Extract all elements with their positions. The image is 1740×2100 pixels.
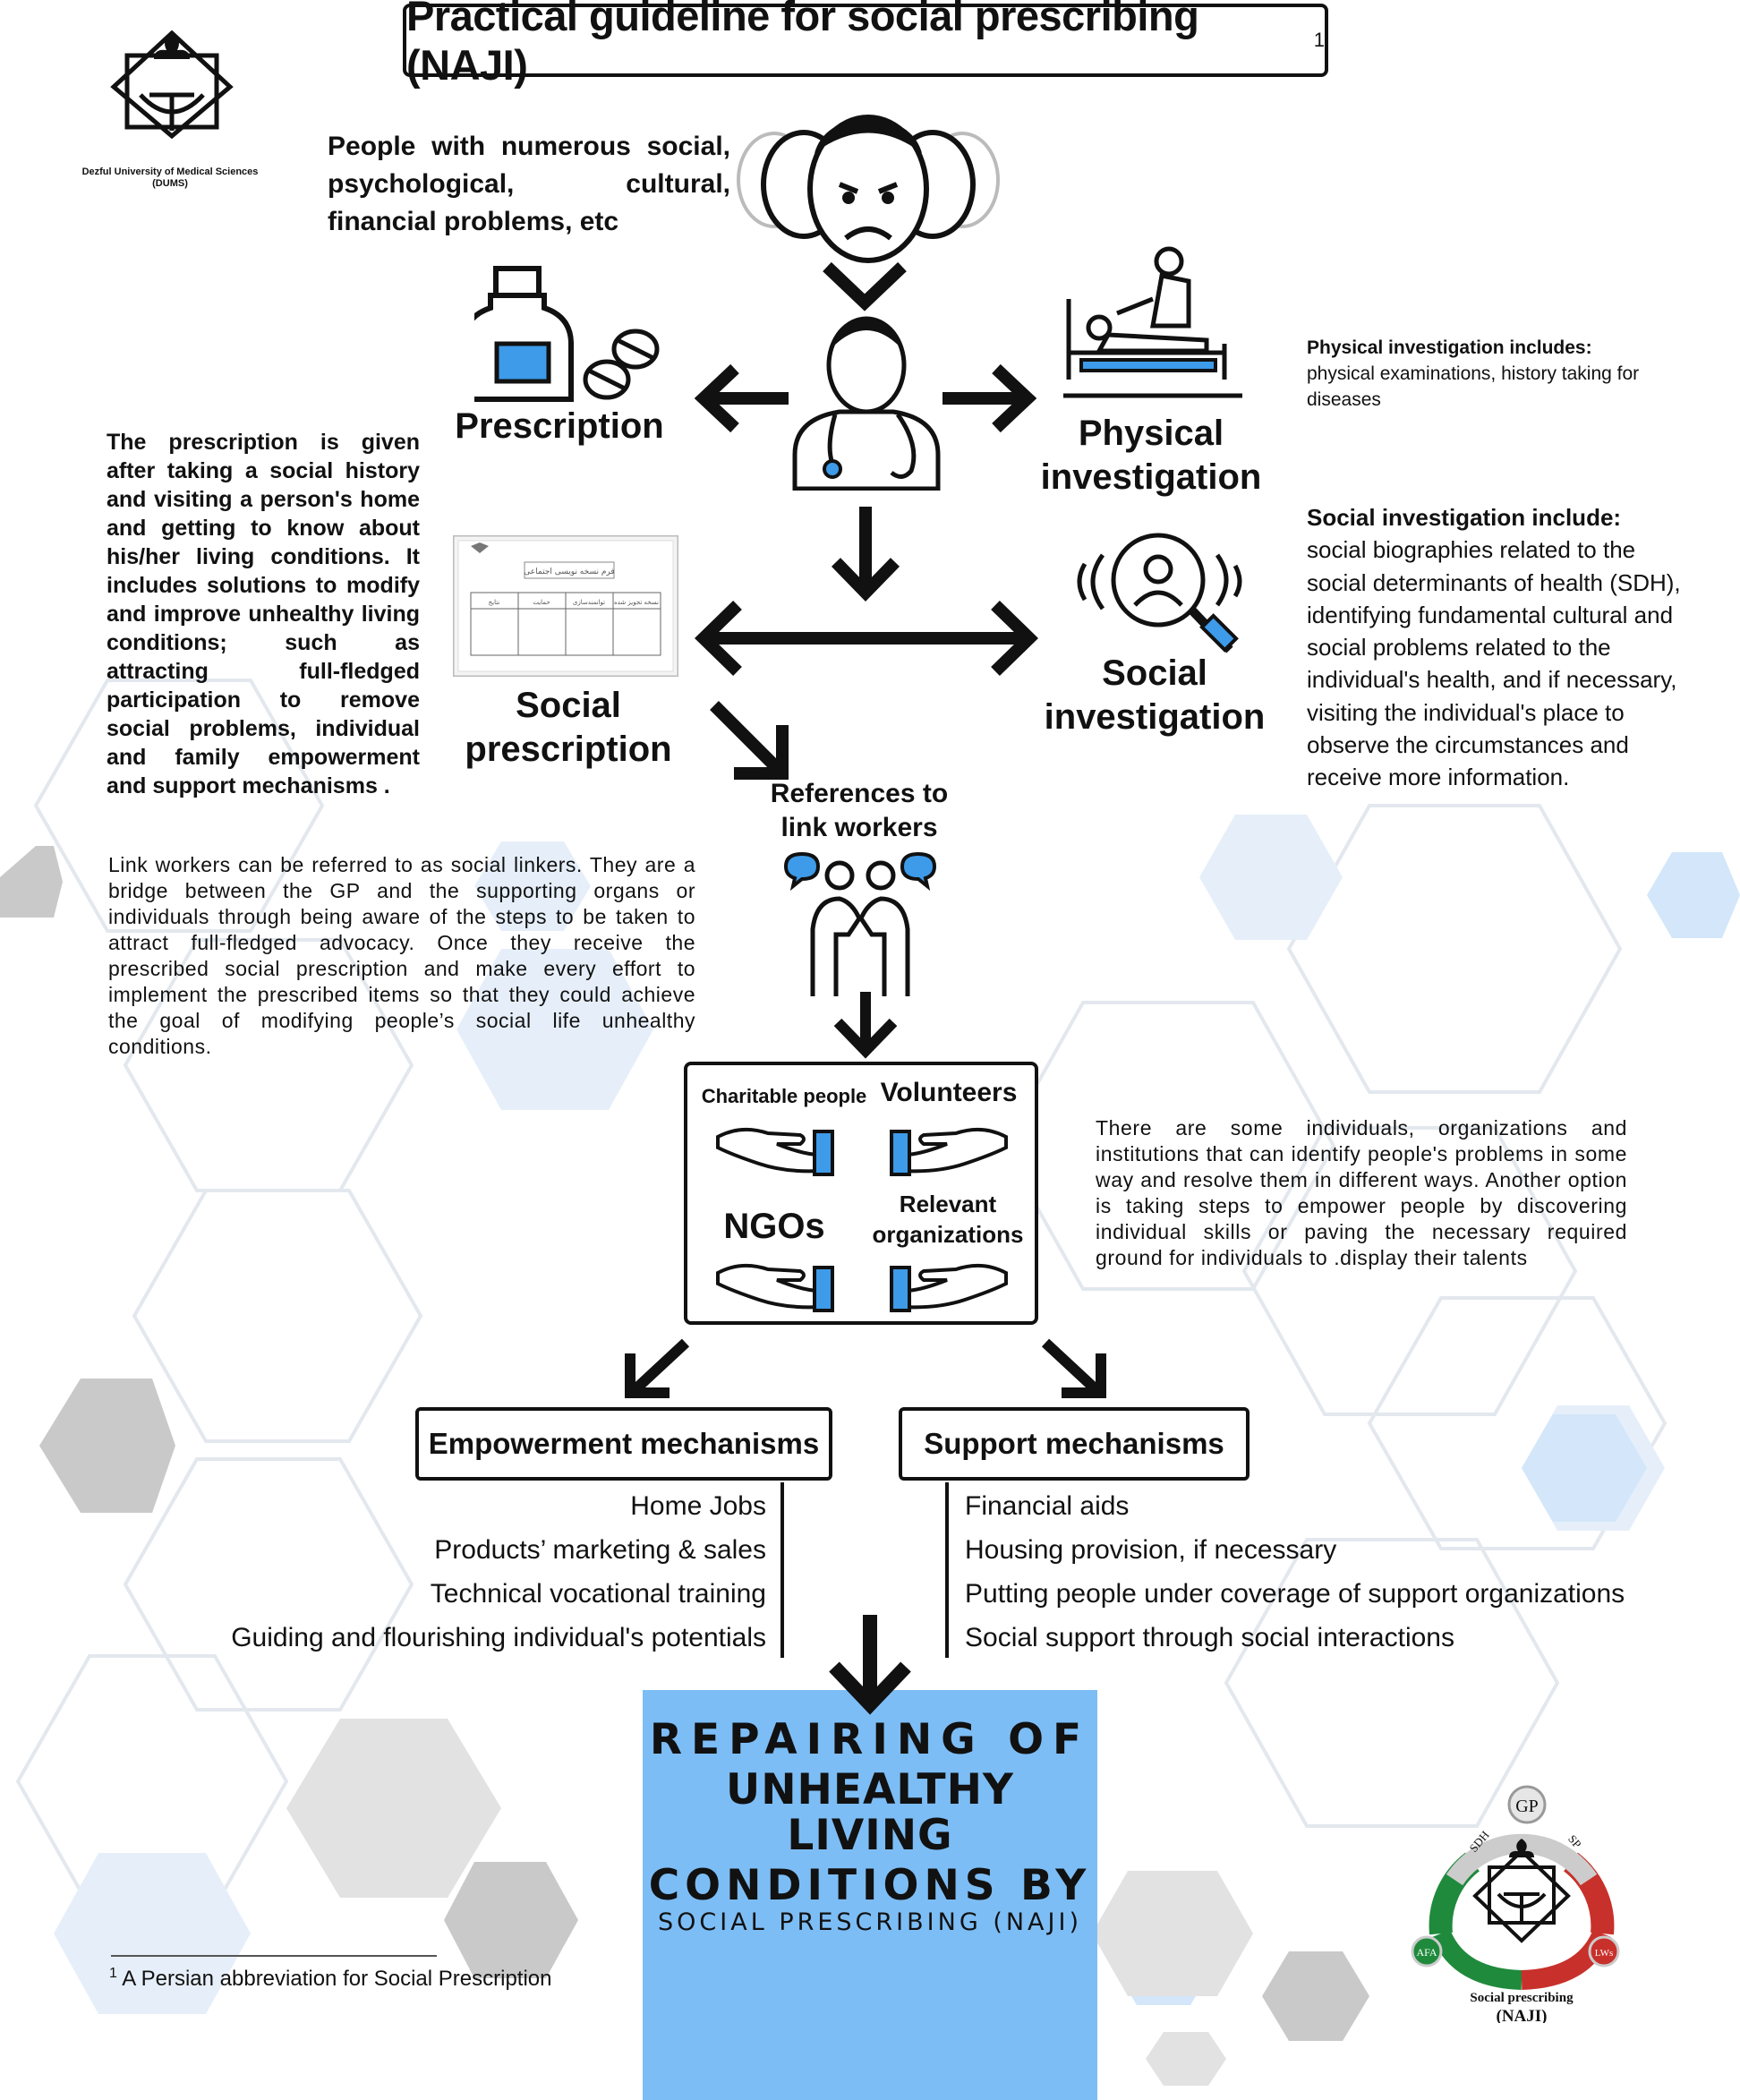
social-investigation-note-title: Social investigation include: [1307, 504, 1622, 531]
support-divider [945, 1482, 949, 1658]
naji-logo-icon: GP SDH SP AFA LWs Social prescribing (NA… [1411, 1785, 1620, 2023]
university-logo-icon [110, 30, 234, 140]
support-item: Financial aids [965, 1491, 1130, 1521]
helping-hand-icon [890, 1127, 1008, 1176]
form-col2: توانمندسازی [573, 599, 605, 606]
prescription-label: Prescription [455, 406, 664, 446]
logo-caption1: Social prescribing [1470, 1991, 1574, 2005]
title-box: Practical guideline for social prescribi… [403, 0, 1328, 89]
logo-gp: GP [1515, 1797, 1539, 1816]
social-prescription-line2: prescription [465, 729, 672, 769]
supporters-note: There are some individuals, organization… [1096, 1116, 1627, 1269]
arrow-left-icon [695, 363, 789, 433]
relevant-line1: Relevant [899, 1191, 997, 1217]
logo-lws: LWs [1595, 1948, 1614, 1959]
result-panel [643, 1690, 1097, 2100]
physical-label-line1: Physical [1078, 414, 1224, 453]
ngos-label: NGOs [723, 1207, 825, 1246]
result-line4: SOCIAL PRESCRIBING (NAJI) [658, 1908, 1082, 1936]
university-abbr: (DUMS) [152, 178, 188, 189]
footnote-rule [111, 1955, 437, 1957]
people-description: People with numerous social, psychologic… [328, 132, 730, 236]
link-workers-note: Link workers can be referred to as socia… [108, 853, 695, 1058]
patient-bed-icon [1063, 246, 1242, 398]
helping-hand-icon [716, 1127, 834, 1176]
social-investigation-line2: investigation [1044, 696, 1266, 737]
link-workers-line1: References to [770, 779, 949, 808]
support-item: Housing provision, if necessary [965, 1535, 1337, 1565]
logo-afa: AFA [1416, 1946, 1437, 1959]
helping-hand-icon [890, 1263, 1008, 1312]
relevant-line2: organizations [872, 1221, 1024, 1248]
logo-caption2: (NAJI) [1497, 2007, 1548, 2023]
form-col4: نتایج [489, 599, 500, 606]
empowerment-item: Technical vocational training [430, 1579, 766, 1609]
result-line2: UNHEALTHY LIVING [726, 1764, 1014, 1861]
social-investigation-note-body: social biographies related to the social… [1307, 536, 1681, 791]
physical-note-body: physical examinations, history taking fo… [1307, 363, 1640, 410]
helping-hand-icon [716, 1263, 834, 1312]
double-arrow-icon [695, 600, 1038, 677]
page-title: Practical guideline for social prescribi… [406, 0, 1199, 89]
physical-label-line2: investigation [1040, 457, 1262, 497]
arrow-down-right-icon [1041, 1338, 1106, 1398]
volunteers-label: Volunteers [880, 1078, 1018, 1107]
doctor-icon [792, 316, 941, 491]
footnote-mark: 1 [109, 1966, 117, 1981]
charitable-label: Charitable people [701, 1085, 867, 1107]
empowerment-item: Home Jobs [630, 1491, 766, 1521]
social-investigation-icon [1077, 533, 1242, 653]
link-workers-icon [783, 851, 937, 996]
medicine-bottle-icon [474, 266, 660, 402]
title-footnote-mark: 1 [1313, 29, 1325, 51]
form-col1: نسخه تجویز شده [614, 599, 659, 606]
empowerment-list: Home Jobs Products’ marketing & sales Te… [134, 1484, 766, 1660]
arrow-down-left-icon [625, 1338, 690, 1398]
link-workers-line2: link workers [780, 813, 938, 842]
form-col3: حمایت [533, 599, 550, 606]
support-item: Putting people under coverage of support… [965, 1579, 1625, 1609]
prescription-note: The prescription is given after taking a… [107, 430, 420, 798]
worried-people-icon [737, 115, 1000, 263]
support-list: Financial aids Housing provision, if nec… [965, 1484, 1645, 1660]
result-line1: REPAIRING OF [649, 1715, 1091, 1764]
arrow-down-icon [823, 261, 907, 312]
support-item: Social support through social interactio… [965, 1623, 1454, 1652]
physical-note-title: Physical investigation includes: [1307, 337, 1592, 358]
empowerment-item: Guiding and flourishing individual's pot… [231, 1623, 766, 1652]
empowerment-item: Products’ marketing & sales [434, 1535, 766, 1565]
empowerment-title: Empowerment mechanisms [415, 1407, 832, 1481]
social-prescription-line1: Social [516, 686, 621, 725]
arrow-diagonal-icon [710, 701, 789, 780]
form-heading: فرم نسخه نویسی اجتماعی [524, 568, 614, 576]
empowerment-divider [780, 1482, 784, 1658]
social-prescription-form-image: فرم نسخه نویسی اجتماعی نسخه تجویز شده تو… [453, 535, 678, 677]
social-investigation-line1: Social [1102, 653, 1207, 693]
footnote-text: A Persian abbreviation for Social Prescr… [122, 1967, 552, 1991]
arrow-down-icon [829, 1615, 911, 1715]
arrow-down-icon [831, 507, 900, 602]
arrow-right-icon [942, 363, 1036, 433]
arrow-down-icon [833, 992, 898, 1059]
result-line3: CONDITIONS BY [648, 1861, 1092, 1911]
support-title: Support mechanisms [899, 1407, 1250, 1481]
result-text: REPAIRING OF UNHEALTHY LIVING CONDITIONS… [643, 1717, 1097, 1935]
university-name: Dezful University of Medical Sciences [81, 166, 259, 177]
